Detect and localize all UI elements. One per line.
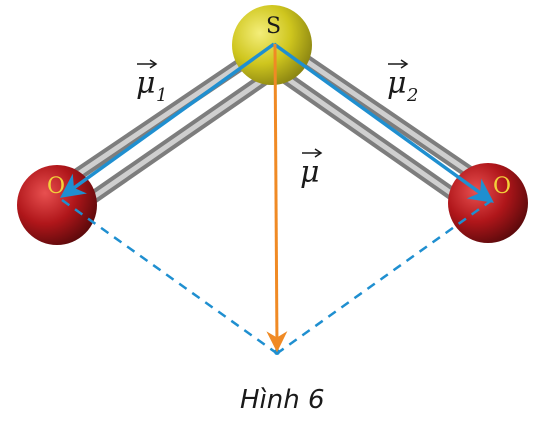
oxygen-right-label: O bbox=[493, 174, 511, 199]
dashed-line-right bbox=[278, 198, 493, 354]
figure-caption: Hình 6 bbox=[240, 385, 325, 415]
sulfur-label: S bbox=[266, 14, 281, 39]
mu-symbol: μ bbox=[300, 155, 320, 190]
dashed-line-left bbox=[61, 198, 276, 354]
mu1-subscript: 1 bbox=[156, 85, 167, 106]
mu1-symbol: μ bbox=[136, 66, 156, 101]
vector-mu1-label: μ 1 bbox=[136, 59, 167, 106]
bond-left bbox=[55, 43, 287, 212]
resultant-endpoint-dot bbox=[274, 349, 280, 355]
oxygen-atom-left: O bbox=[17, 165, 97, 245]
mu2-symbol: μ bbox=[387, 66, 407, 101]
vector-mu1-arrow bbox=[60, 42, 276, 198]
vector-mu-label: μ bbox=[300, 148, 323, 190]
bond-right bbox=[265, 43, 495, 212]
oxygen-left-label: O bbox=[47, 174, 65, 199]
vector-mu2-label: μ 2 bbox=[387, 59, 418, 106]
vector-mu2-arrow bbox=[272, 42, 494, 203]
mu2-subscript: 2 bbox=[406, 85, 418, 106]
vector-mu-arrow bbox=[266, 43, 288, 353]
